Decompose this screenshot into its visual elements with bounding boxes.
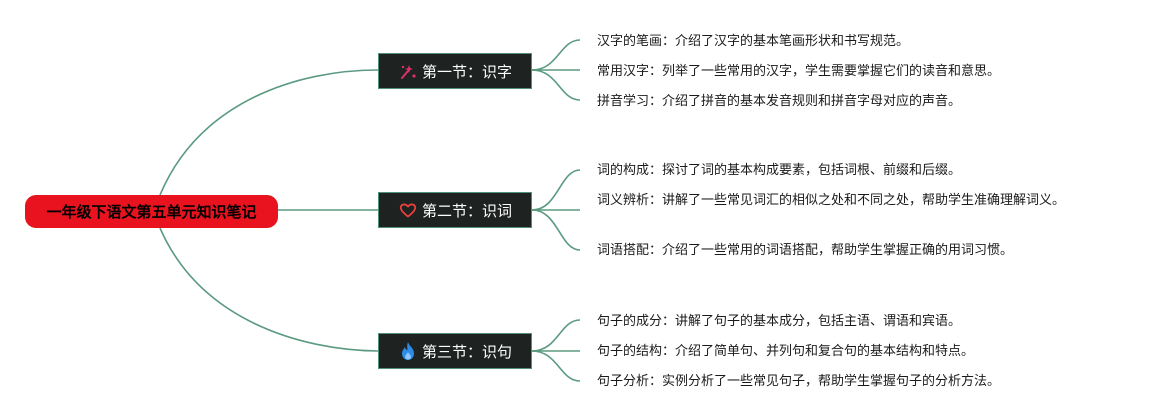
branch-section-2[interactable]: 第二节：识词 <box>378 192 532 228</box>
link-b3-leaf-1 <box>531 319 581 352</box>
leaf-3-2[interactable]: 句子的结构：介绍了简单句、并列句和复合句的基本结构和特点。 <box>597 344 975 359</box>
link-b2-leaf-1 <box>531 169 581 211</box>
link-root-branch-1 <box>159 69 379 196</box>
leaf-2-3[interactable]: 词语搭配：介绍了一些常用的词语搭配，帮助学生掌握正确的用词习惯。 <box>597 243 1014 258</box>
link-b2-leaf-3 <box>531 209 581 251</box>
branch-label: 第二节：识词 <box>421 201 512 220</box>
branch-label: 第三节：识句 <box>421 342 512 361</box>
heart-icon <box>398 200 418 220</box>
link-b1-leaf-3 <box>531 69 581 101</box>
leaf-3-3[interactable]: 句子分析：实例分析了一些常见句子，帮助学生掌握句子的分析方法。 <box>597 374 1001 389</box>
link-root-branch-3 <box>159 227 379 352</box>
link-b3-leaf-3 <box>531 350 581 382</box>
branch-label: 第一节：识字 <box>421 62 512 81</box>
branch-section-3[interactable]: 第三节：识句 <box>378 333 532 369</box>
leaf-2-2[interactable]: 词义辨析：讲解了一些常见词汇的相似之处和不同之处，帮助学生准确理解词义。 <box>597 193 1066 208</box>
leaf-3-1[interactable]: 句子的成分：讲解了句子的基本成分，包括主语、谓语和宾语。 <box>597 314 962 329</box>
leaf-1-3[interactable]: 拼音学习：介绍了拼音的基本发音规则和拼音字母对应的声音。 <box>597 94 962 109</box>
leaf-2-1[interactable]: 词的构成：探讨了词的基本构成要素，包括词根、前缀和后缀。 <box>597 163 962 178</box>
link-b1-leaf-1 <box>531 39 581 71</box>
root-topic[interactable]: 一年级下语文第五单元知识笔记 <box>25 195 278 228</box>
branch-section-1[interactable]: 第一节：识字 <box>378 53 532 89</box>
sparkle-icon <box>398 61 418 81</box>
flame-icon <box>398 341 418 361</box>
leaf-1-1[interactable]: 汉字的笔画：介绍了汉字的基本笔画形状和书写规范。 <box>597 34 910 49</box>
leaf-1-2[interactable]: 常用汉字：列举了一些常用的汉字，学生需要掌握它们的读音和意思。 <box>597 64 1001 79</box>
